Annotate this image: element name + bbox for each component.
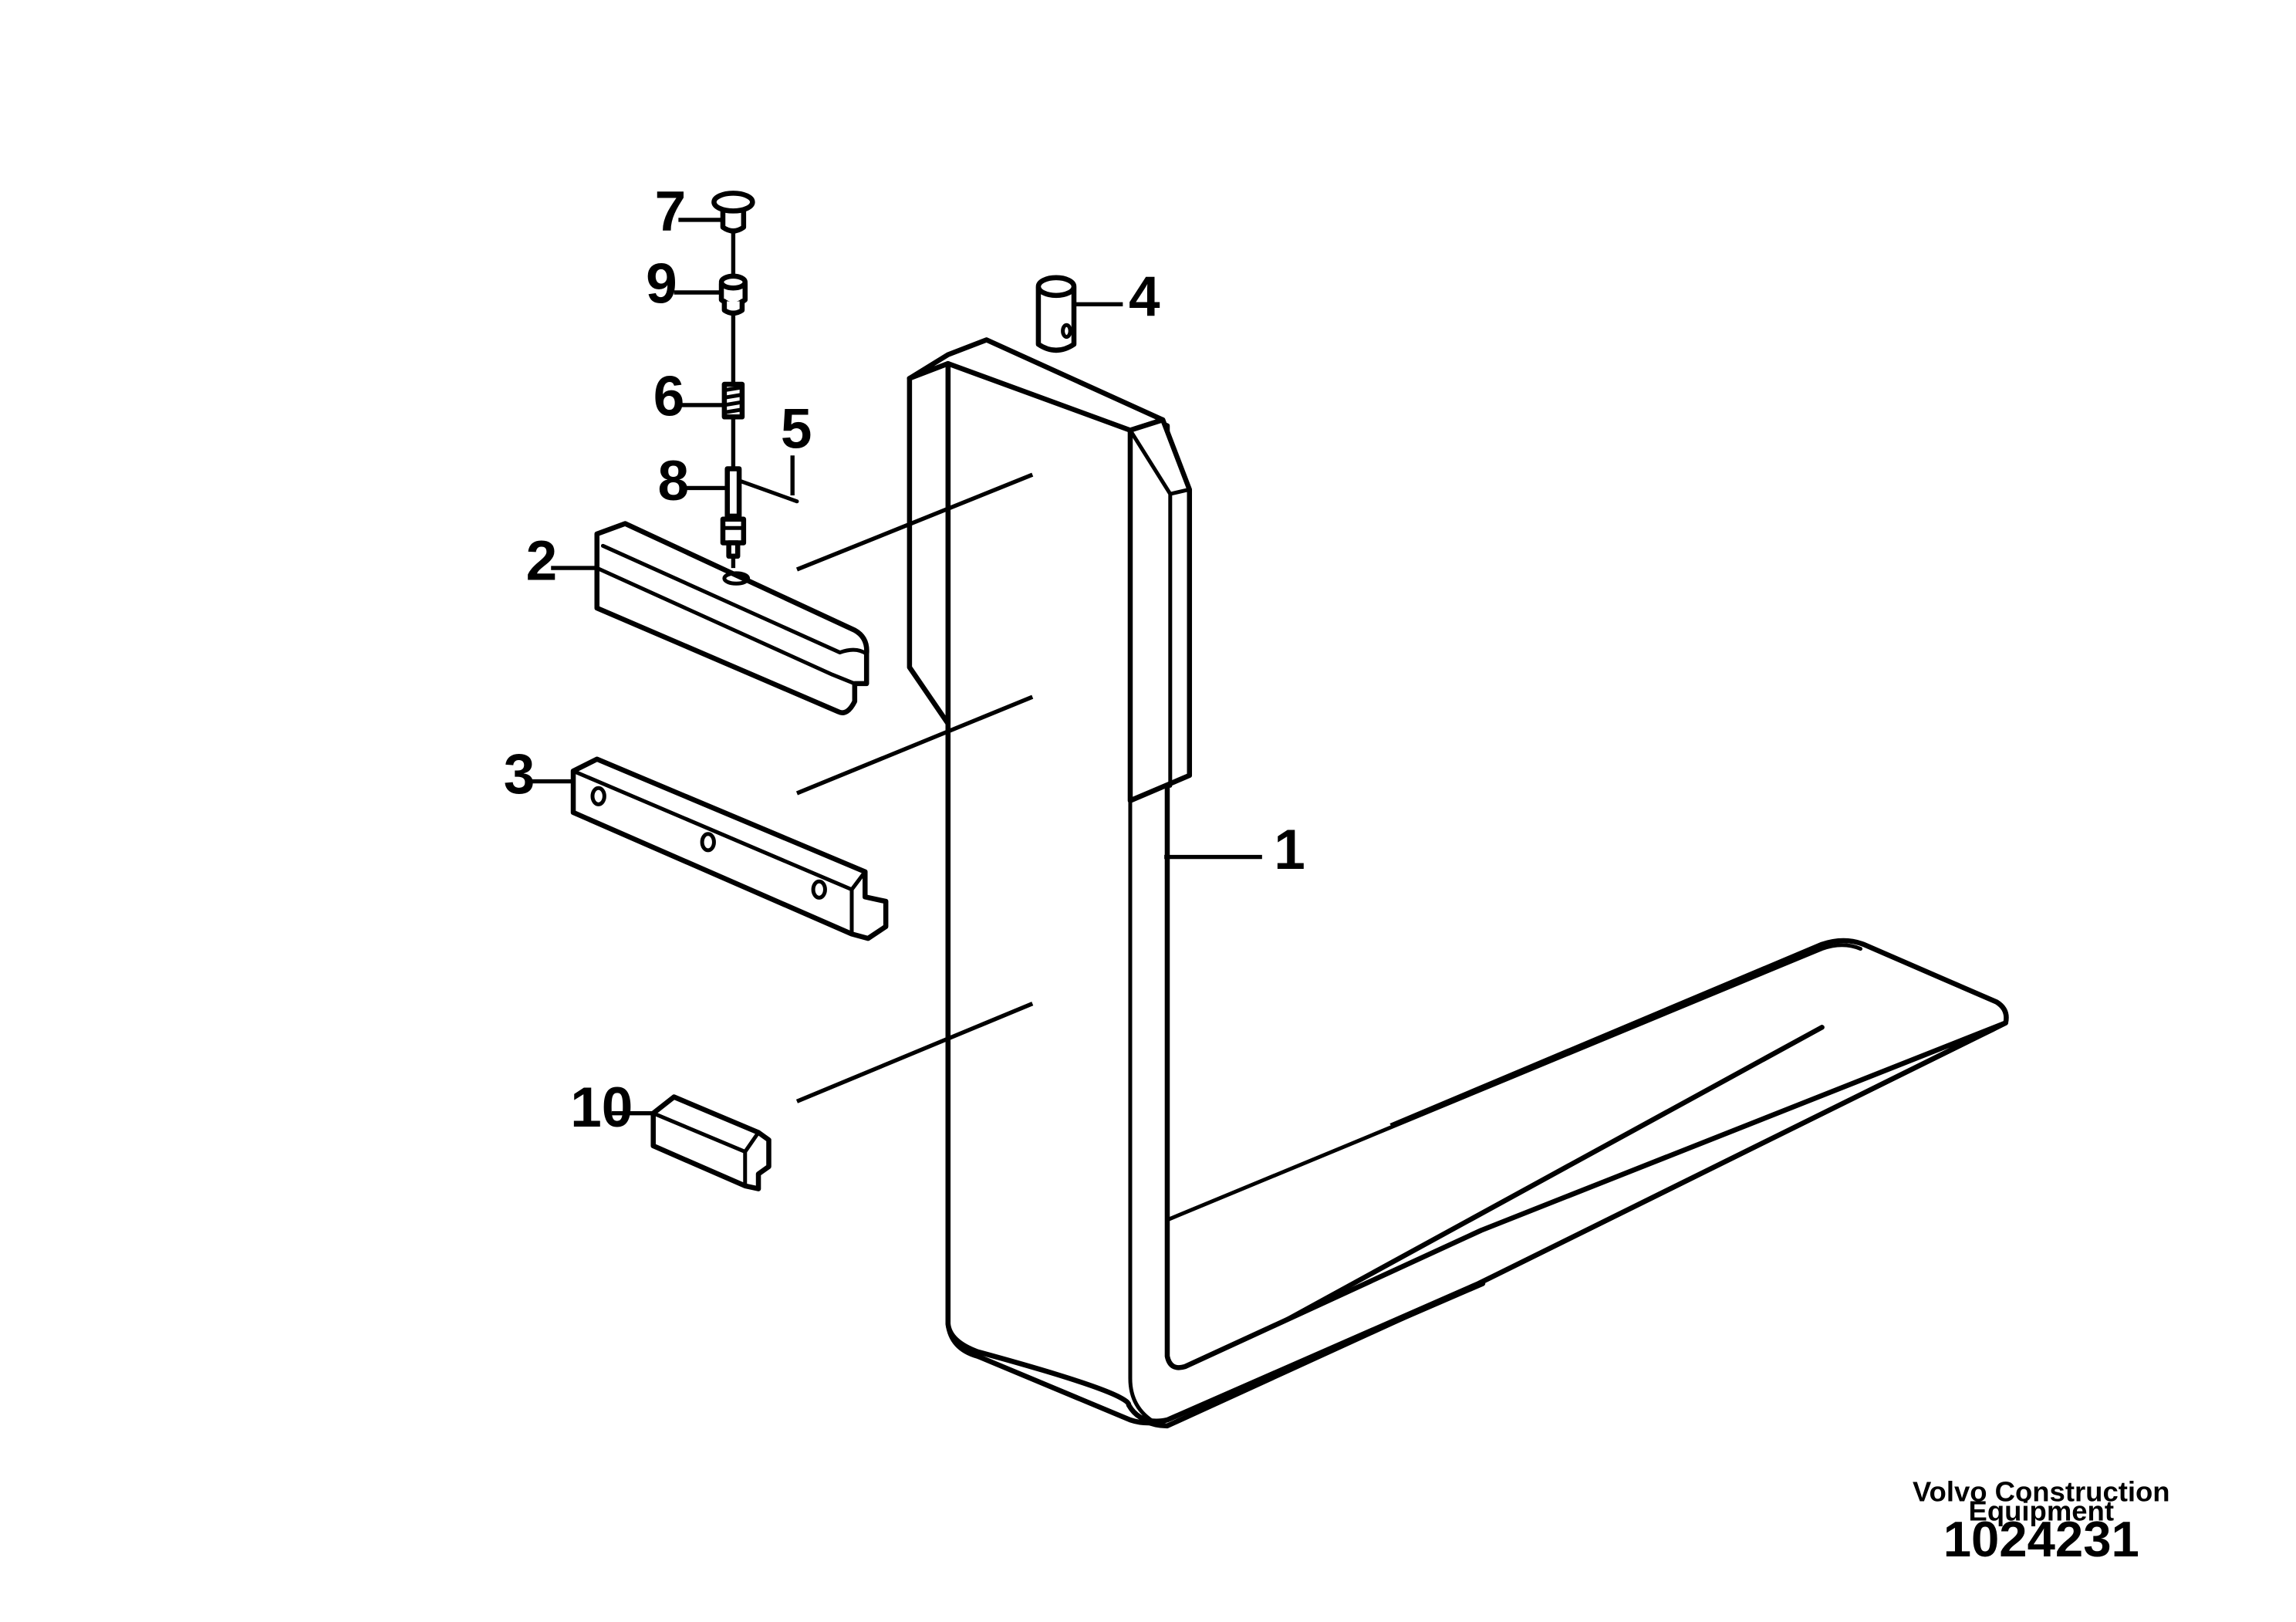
- stop-block-edge: [651, 1111, 761, 1188]
- roll-pin-part-5: [737, 478, 799, 504]
- nut-lower: [721, 299, 745, 316]
- fork-hanger-right-bevel: [1128, 428, 1192, 788]
- fork-hanger-left-plate: [907, 360, 951, 726]
- company-name-line1: Volvo Construction: [1913, 1476, 2170, 1508]
- drawing-number: 1024231: [1943, 1511, 2139, 1567]
- company-name-line2: Equipment: [1969, 1495, 2114, 1527]
- lock-pin-assembly: [711, 191, 799, 569]
- knob-head: [711, 191, 755, 214]
- callout-10: 10: [570, 1076, 633, 1139]
- spring-part-6: [721, 381, 745, 420]
- fork-heel-inner: [1128, 428, 1158, 1425]
- callouts: 1 2 3 4 5 6 7 8 9 10: [504, 180, 1305, 1139]
- callout-6: 6: [653, 365, 685, 427]
- knob-part-7: [720, 205, 747, 234]
- fork-hanger-right-plate: [1127, 417, 1193, 803]
- callout-7: 7: [655, 180, 687, 242]
- leader-lines: [527, 218, 1262, 1116]
- footer: Volvo Construction Equipment 1024231: [1913, 1476, 2170, 1567]
- fork-part-1: [907, 337, 2009, 1429]
- assembly-lines: [795, 472, 1034, 1103]
- top-pin-hole: [1061, 323, 1072, 340]
- callout-9: 9: [646, 252, 677, 315]
- callout-1: 1: [1274, 819, 1305, 881]
- stop-block-part-10: [650, 1094, 772, 1191]
- stop-block-body: [650, 1094, 772, 1191]
- callout-2: 2: [526, 529, 558, 592]
- top-pin-end: [1035, 275, 1077, 299]
- callout-8: 8: [657, 450, 689, 512]
- guide-bar-hole-1: [590, 786, 606, 806]
- guide-bar-body: [570, 756, 889, 941]
- guide-bar-edge: [571, 769, 867, 936]
- callout-4: 4: [1129, 266, 1160, 329]
- callout-5: 5: [781, 398, 812, 461]
- callout-3: 3: [504, 743, 535, 806]
- plunger-part-8: [720, 466, 747, 559]
- fork-blade-inner: [1165, 943, 1863, 1222]
- guide-bar-hole-3: [811, 879, 827, 900]
- fork-shank-front: [945, 347, 2008, 1424]
- upper-guide-part-2: [594, 521, 869, 715]
- guide-bar-hole-2: [700, 832, 716, 853]
- top-pin-part-4: [1035, 275, 1077, 353]
- guide-bar-part-3: [570, 756, 889, 941]
- nut-top: [718, 273, 748, 291]
- upper-guide-body: [594, 521, 869, 715]
- upper-guide-hole: [722, 571, 751, 586]
- upper-guide-top-edge: [595, 543, 869, 686]
